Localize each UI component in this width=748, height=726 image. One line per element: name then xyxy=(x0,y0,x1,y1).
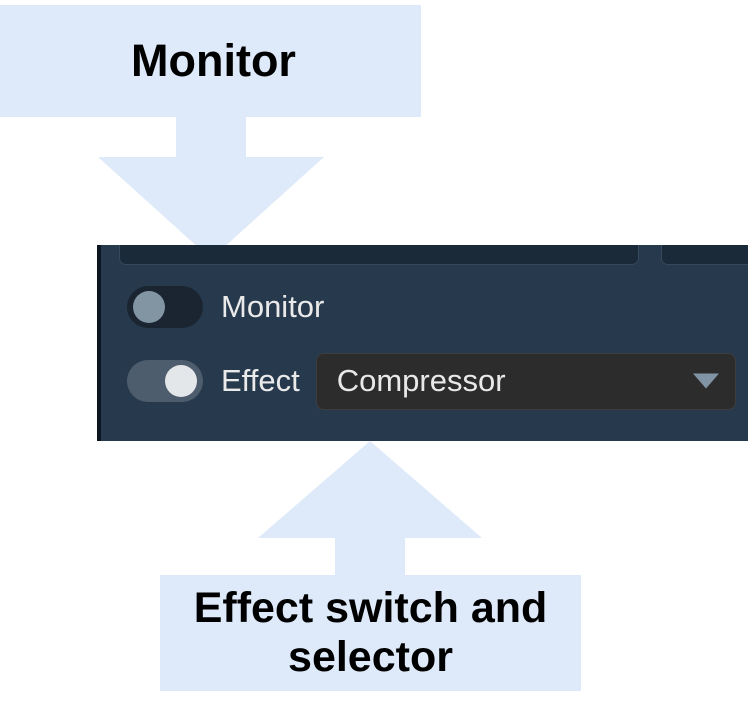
arrow-down-icon xyxy=(98,116,324,259)
monitor-toggle-knob xyxy=(133,291,165,323)
effect-select[interactable]: Compressor xyxy=(315,352,736,410)
annotation-label-monitor: Monitor xyxy=(131,35,296,87)
cropped-widget-secondary[interactable] xyxy=(661,245,748,265)
effect-select-value: Compressor xyxy=(336,363,506,398)
cropped-widget-primary[interactable] xyxy=(119,245,639,265)
row-effect: Effect Compressor xyxy=(101,352,736,410)
row-monitor: Monitor xyxy=(101,283,324,331)
effect-toggle[interactable] xyxy=(127,360,203,402)
effect-label: Effect xyxy=(221,363,300,398)
cropped-toolbar-strip xyxy=(101,245,748,267)
annotation-callout-effect: Effect switch and selector xyxy=(160,575,581,691)
annotation-callout-monitor: Monitor xyxy=(0,5,421,117)
effect-toggle-knob xyxy=(165,365,197,397)
arrow-up-icon xyxy=(258,441,482,577)
chevron-down-icon xyxy=(692,373,719,389)
annotation-label-effect: Effect switch and selector xyxy=(193,583,548,681)
audio-settings-panel: Monitor Effect Compressor xyxy=(97,245,748,441)
monitor-label: Monitor xyxy=(221,289,325,324)
monitor-toggle[interactable] xyxy=(127,286,203,328)
